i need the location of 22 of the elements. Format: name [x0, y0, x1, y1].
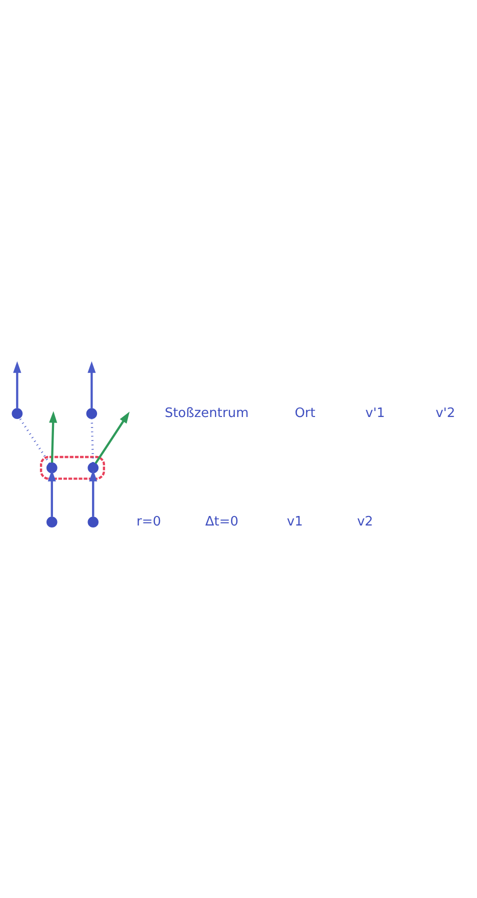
node-circle [12, 408, 23, 419]
arrow [48, 469, 56, 516]
arrow [94, 411, 130, 464]
connector [18, 416, 50, 464]
arrow [13, 360, 22, 408]
node-circle [86, 408, 98, 419]
label: v'1 [365, 405, 385, 420]
label: Δt=0 [205, 514, 238, 529]
label: Ort [294, 405, 316, 420]
label: Stoßzentrum [164, 405, 249, 420]
label: v2 [357, 514, 374, 529]
arrow [49, 410, 58, 462]
label: r=0 [136, 514, 162, 529]
arrow [89, 469, 98, 516]
arrow [88, 360, 96, 408]
label: v1 [286, 514, 303, 529]
label: v'2 [436, 405, 456, 420]
node-circle [88, 462, 99, 473]
cluster [40, 455, 106, 480]
node-circle [46, 516, 58, 528]
node-circle [46, 462, 58, 473]
node-circle [88, 516, 99, 528]
